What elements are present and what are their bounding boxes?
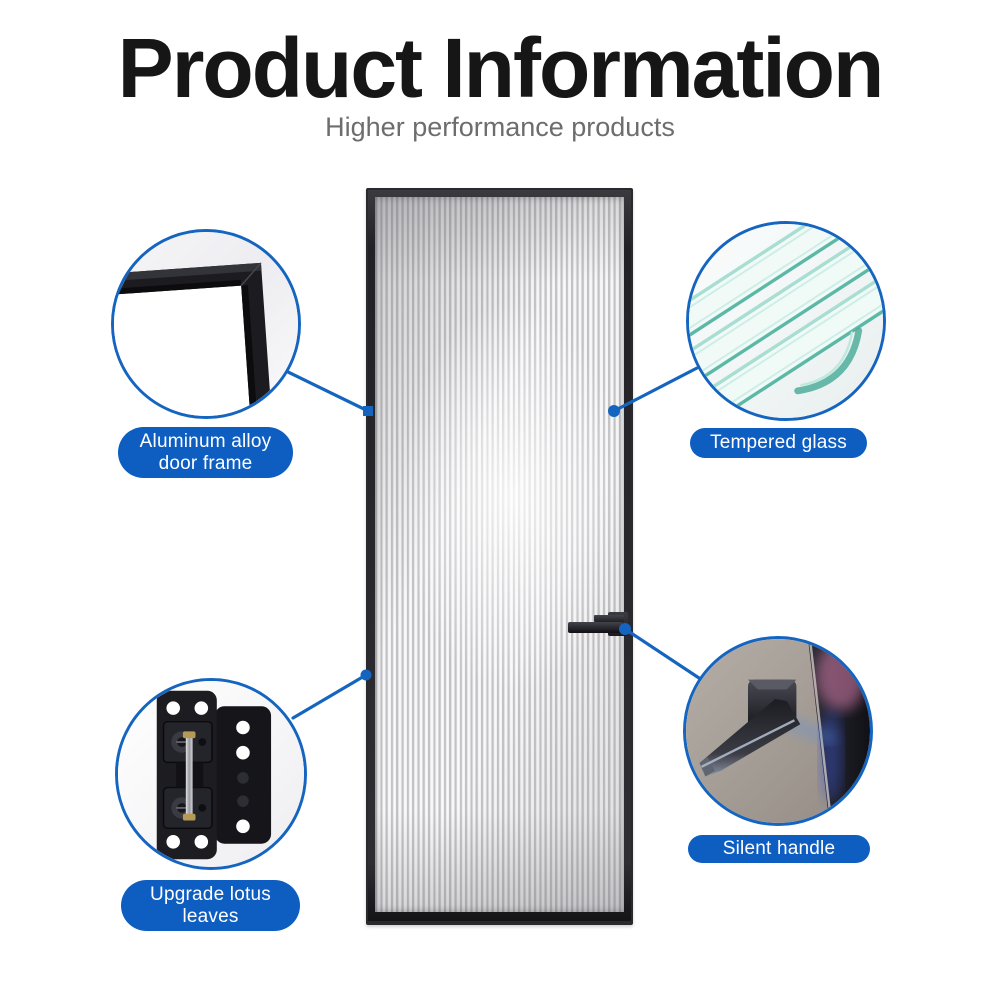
hinge-label: Upgrade lotus leaves [121,880,300,931]
frame-callout-line [286,370,370,413]
hinge-callout-circle [115,678,307,870]
hinge-label-line2: leaves [182,905,239,927]
handle-label: Silent handle [688,835,870,863]
door-handle-backbar [594,615,624,622]
hinge-label-line1: Upgrade lotus [150,883,271,905]
glass-callout-circle [686,221,886,421]
handle-callout-circle [683,636,873,826]
door-product-image [366,188,633,925]
hinge-photo [118,681,304,867]
handle-label-text: Silent handle [722,838,836,859]
frame-callout-circle [111,229,301,419]
hinge-callout-line [291,673,368,720]
frame-label-line1: Aluminum alloy [139,430,272,452]
handle-callout-line [623,627,701,680]
tempered-glass-photo [689,224,883,418]
frame-label-line2: door frame [158,452,253,474]
frame-label: Aluminum alloy door frame [118,427,293,478]
page-subtitle: Higher performance products [325,112,675,142]
glass-label-text: Tempered glass [710,432,847,453]
handle-photo [686,639,870,823]
glass-label: Tempered glass [690,428,867,458]
page-title: Product Information [117,21,885,115]
door-fluted-glass [375,197,624,912]
frame-corner-photo [114,232,298,416]
door-handle-lever [568,622,622,633]
